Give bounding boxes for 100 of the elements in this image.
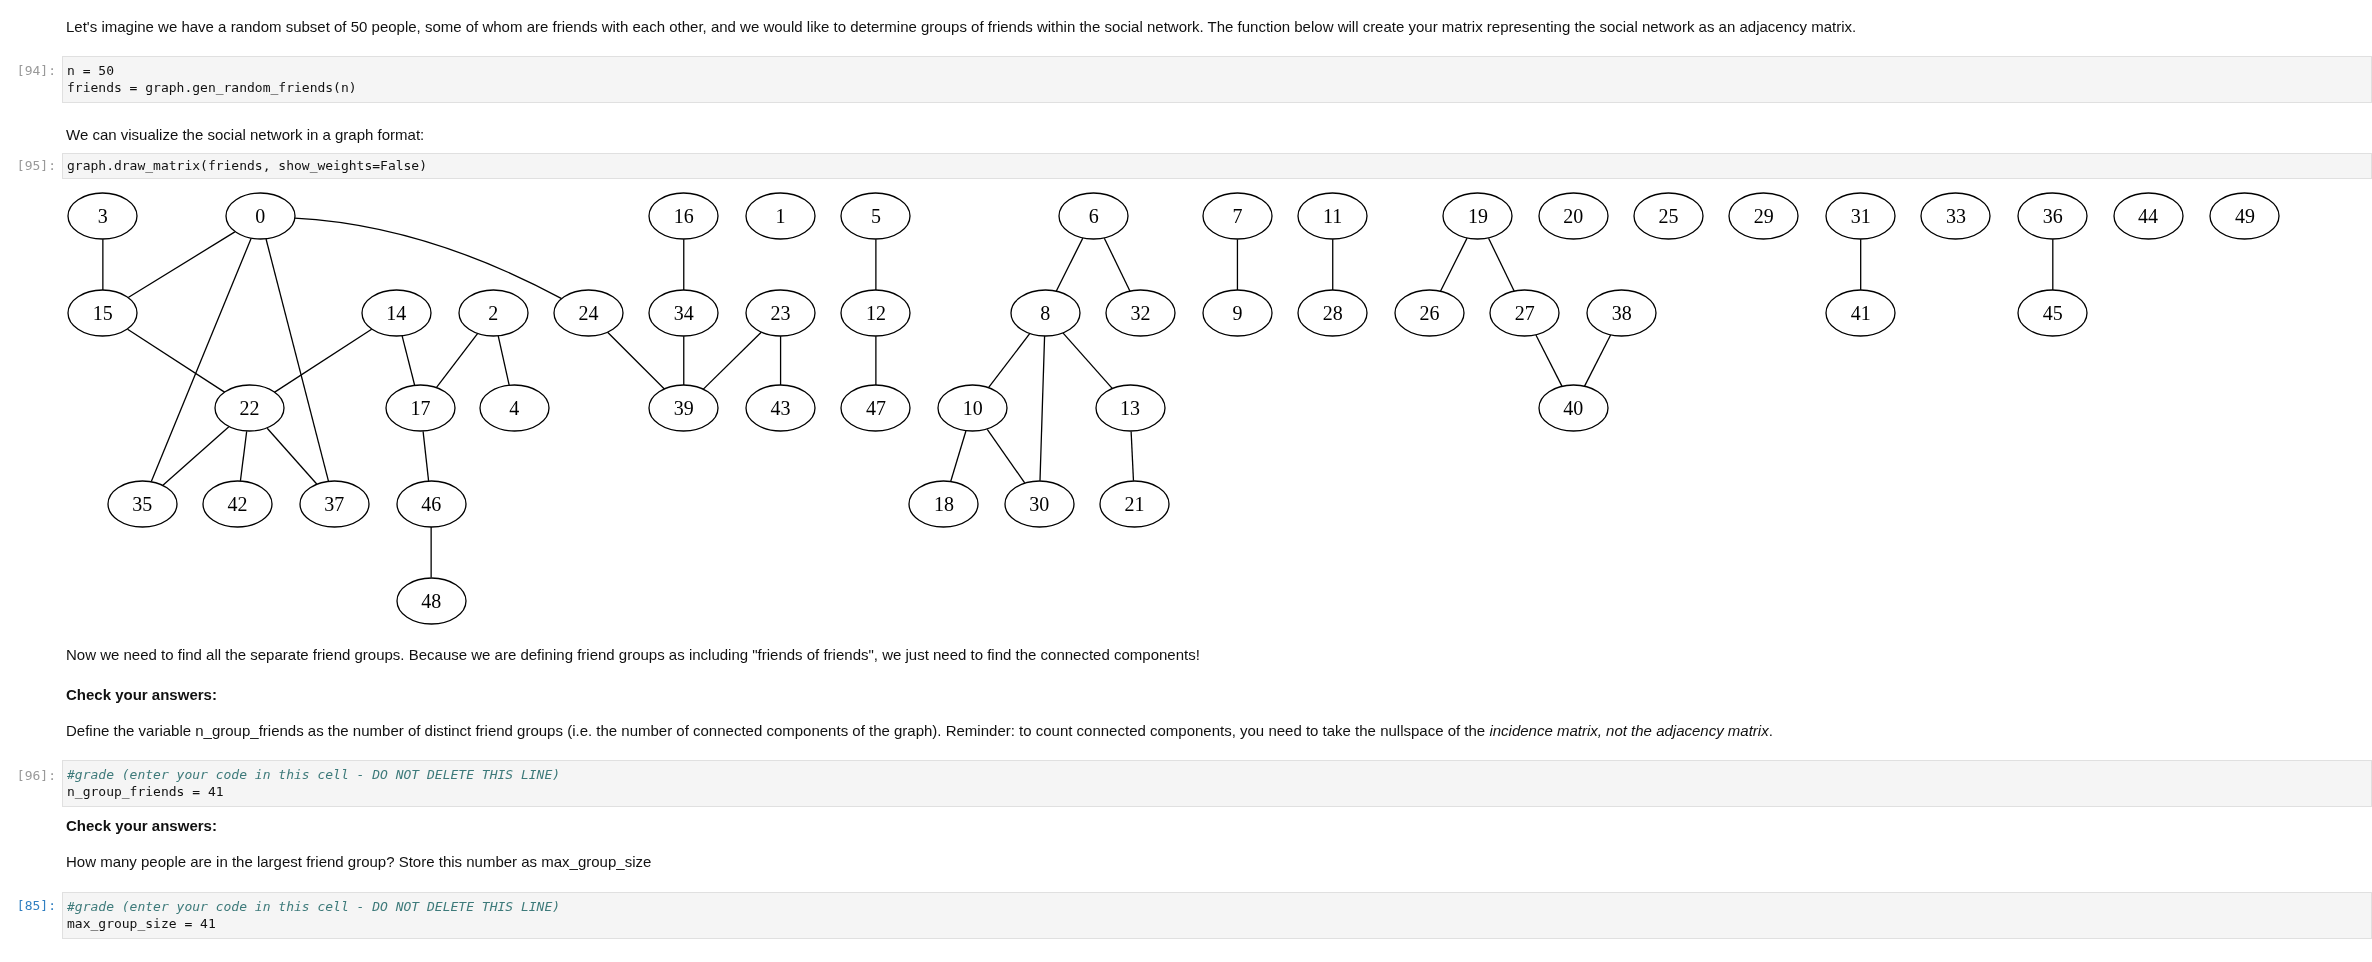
node-number: 16 (673, 205, 694, 228)
graph-node (1297, 192, 1369, 241)
graph-node (1297, 289, 1369, 338)
node-number: 8 (1040, 302, 1051, 325)
edge-line (2052, 238, 2054, 291)
graph-node (1003, 479, 1075, 528)
edge-line (430, 526, 432, 579)
edge-line (1055, 237, 1084, 292)
code-line: friends = graph.gen_random_friends(n) (67, 79, 357, 96)
graph-node (1094, 384, 1166, 433)
edge-line (422, 430, 430, 482)
edge-line (1439, 237, 1468, 292)
graph-node (648, 384, 720, 433)
node-number: 7 (1232, 205, 1243, 228)
node-number: 35 (132, 492, 153, 515)
graph-node (67, 192, 139, 241)
code-line: n = 50 (67, 62, 114, 79)
code-line: graph.draw_matrix(friends, show_weights=False) (67, 157, 428, 174)
node-number: 4 (509, 397, 520, 420)
edge-line (1332, 238, 1334, 291)
edge-line (702, 331, 762, 391)
edge-line (435, 333, 479, 389)
node-number: 37 (324, 492, 345, 515)
edge-line (606, 331, 666, 390)
node-number: 9 (1232, 302, 1243, 325)
graph-node (106, 479, 178, 528)
node-number: 23 (770, 302, 791, 325)
edge-line (1487, 237, 1515, 292)
execution-count: [95]: (15, 157, 56, 174)
execution-count: [96]: (15, 767, 56, 784)
paragraph: How many people are in the largest friend group? Store this number as max_group_size (66, 852, 652, 872)
section-heading: Check your answers: (66, 816, 217, 836)
node-number: 45 (2042, 302, 2063, 325)
edge-line (1103, 237, 1131, 292)
edge-line (126, 328, 226, 394)
graph-node (745, 192, 817, 241)
graph-node (1058, 192, 1130, 241)
node-number: 33 (1946, 205, 1966, 228)
execution-count: [85]: (15, 897, 56, 914)
graph-node (1099, 479, 1171, 528)
node-number: 28 (1322, 302, 1343, 325)
edge-line (265, 238, 330, 482)
node-number: 21 (1124, 492, 1145, 515)
node-number: 40 (1563, 397, 1584, 420)
graph-node (1728, 192, 1800, 241)
node-number: 24 (578, 302, 599, 325)
edge-line (986, 428, 1026, 484)
edge-line (239, 430, 248, 482)
graph-node (395, 479, 467, 528)
graph-node (1537, 384, 1609, 433)
graph-node (1009, 289, 1081, 338)
paragraph: Define the variable n_group_friends as the number of distinct friend groups (i.e. the number of connected components of the graph). Reminder: to count connected components, you need to take the nullspace of the incidence matrix, not the adjacency matrix. (66, 721, 1773, 741)
node-number: 12 (865, 302, 886, 325)
node-number: 30 (1029, 492, 1050, 515)
node-number: 11 (1323, 205, 1343, 228)
graph-node (1633, 192, 1705, 241)
edge-line (1062, 332, 1114, 390)
node-number: 38 (1611, 302, 1632, 325)
graph-node (1201, 192, 1273, 241)
graph-node (1489, 289, 1561, 338)
edge-line (1039, 335, 1046, 482)
paragraph: Let's imagine we have a random subset of 50 people, some of whom are friends with each other, and we would like to determine groups of friends within the social network. The function below will create your matrix representing the social network as an adjacency matrix. (66, 17, 1857, 37)
node-number: 6 (1088, 205, 1099, 228)
code-line: n_group_friends = 41 (67, 783, 224, 800)
node-number: 19 (1467, 205, 1488, 228)
graph-node (1105, 289, 1177, 338)
node-number: 18 (933, 492, 954, 515)
node-number: 34 (673, 302, 694, 325)
graph-node (457, 289, 529, 338)
graph-node (385, 384, 457, 433)
node-number: 20 (1563, 205, 1584, 228)
graph-node (840, 192, 912, 241)
node-number: 3 (97, 205, 108, 228)
node-number: 44 (2138, 205, 2159, 228)
node-number: 46 (421, 492, 442, 515)
graph-node (745, 384, 817, 433)
edge-line (127, 231, 236, 299)
graph-node (552, 289, 624, 338)
graph-node (1201, 289, 1273, 338)
node-number: 1 (775, 205, 786, 228)
node-number: 10 (962, 397, 983, 420)
graph-node (360, 289, 432, 338)
graph-node (1586, 289, 1658, 338)
edge-line (1583, 334, 1612, 388)
node-number: 36 (2042, 205, 2063, 228)
graph-node (2209, 192, 2281, 241)
code-comment: #grade (enter your code in this cell - DO NOT DELETE THIS LINE) (67, 766, 561, 783)
edge-line (875, 238, 877, 291)
graph-node (1920, 192, 1992, 241)
graph-node (1394, 289, 1466, 338)
graph-node (840, 289, 912, 338)
node-number: 41 (1850, 302, 1871, 325)
node-number: 42 (227, 492, 248, 515)
node-number: 48 (421, 589, 442, 612)
graph-node (214, 384, 286, 433)
edge-line (779, 335, 782, 387)
graph-node (840, 384, 912, 433)
graph-node (202, 479, 273, 528)
node-number: 32 (1130, 302, 1151, 325)
edge-line (1535, 334, 1563, 388)
